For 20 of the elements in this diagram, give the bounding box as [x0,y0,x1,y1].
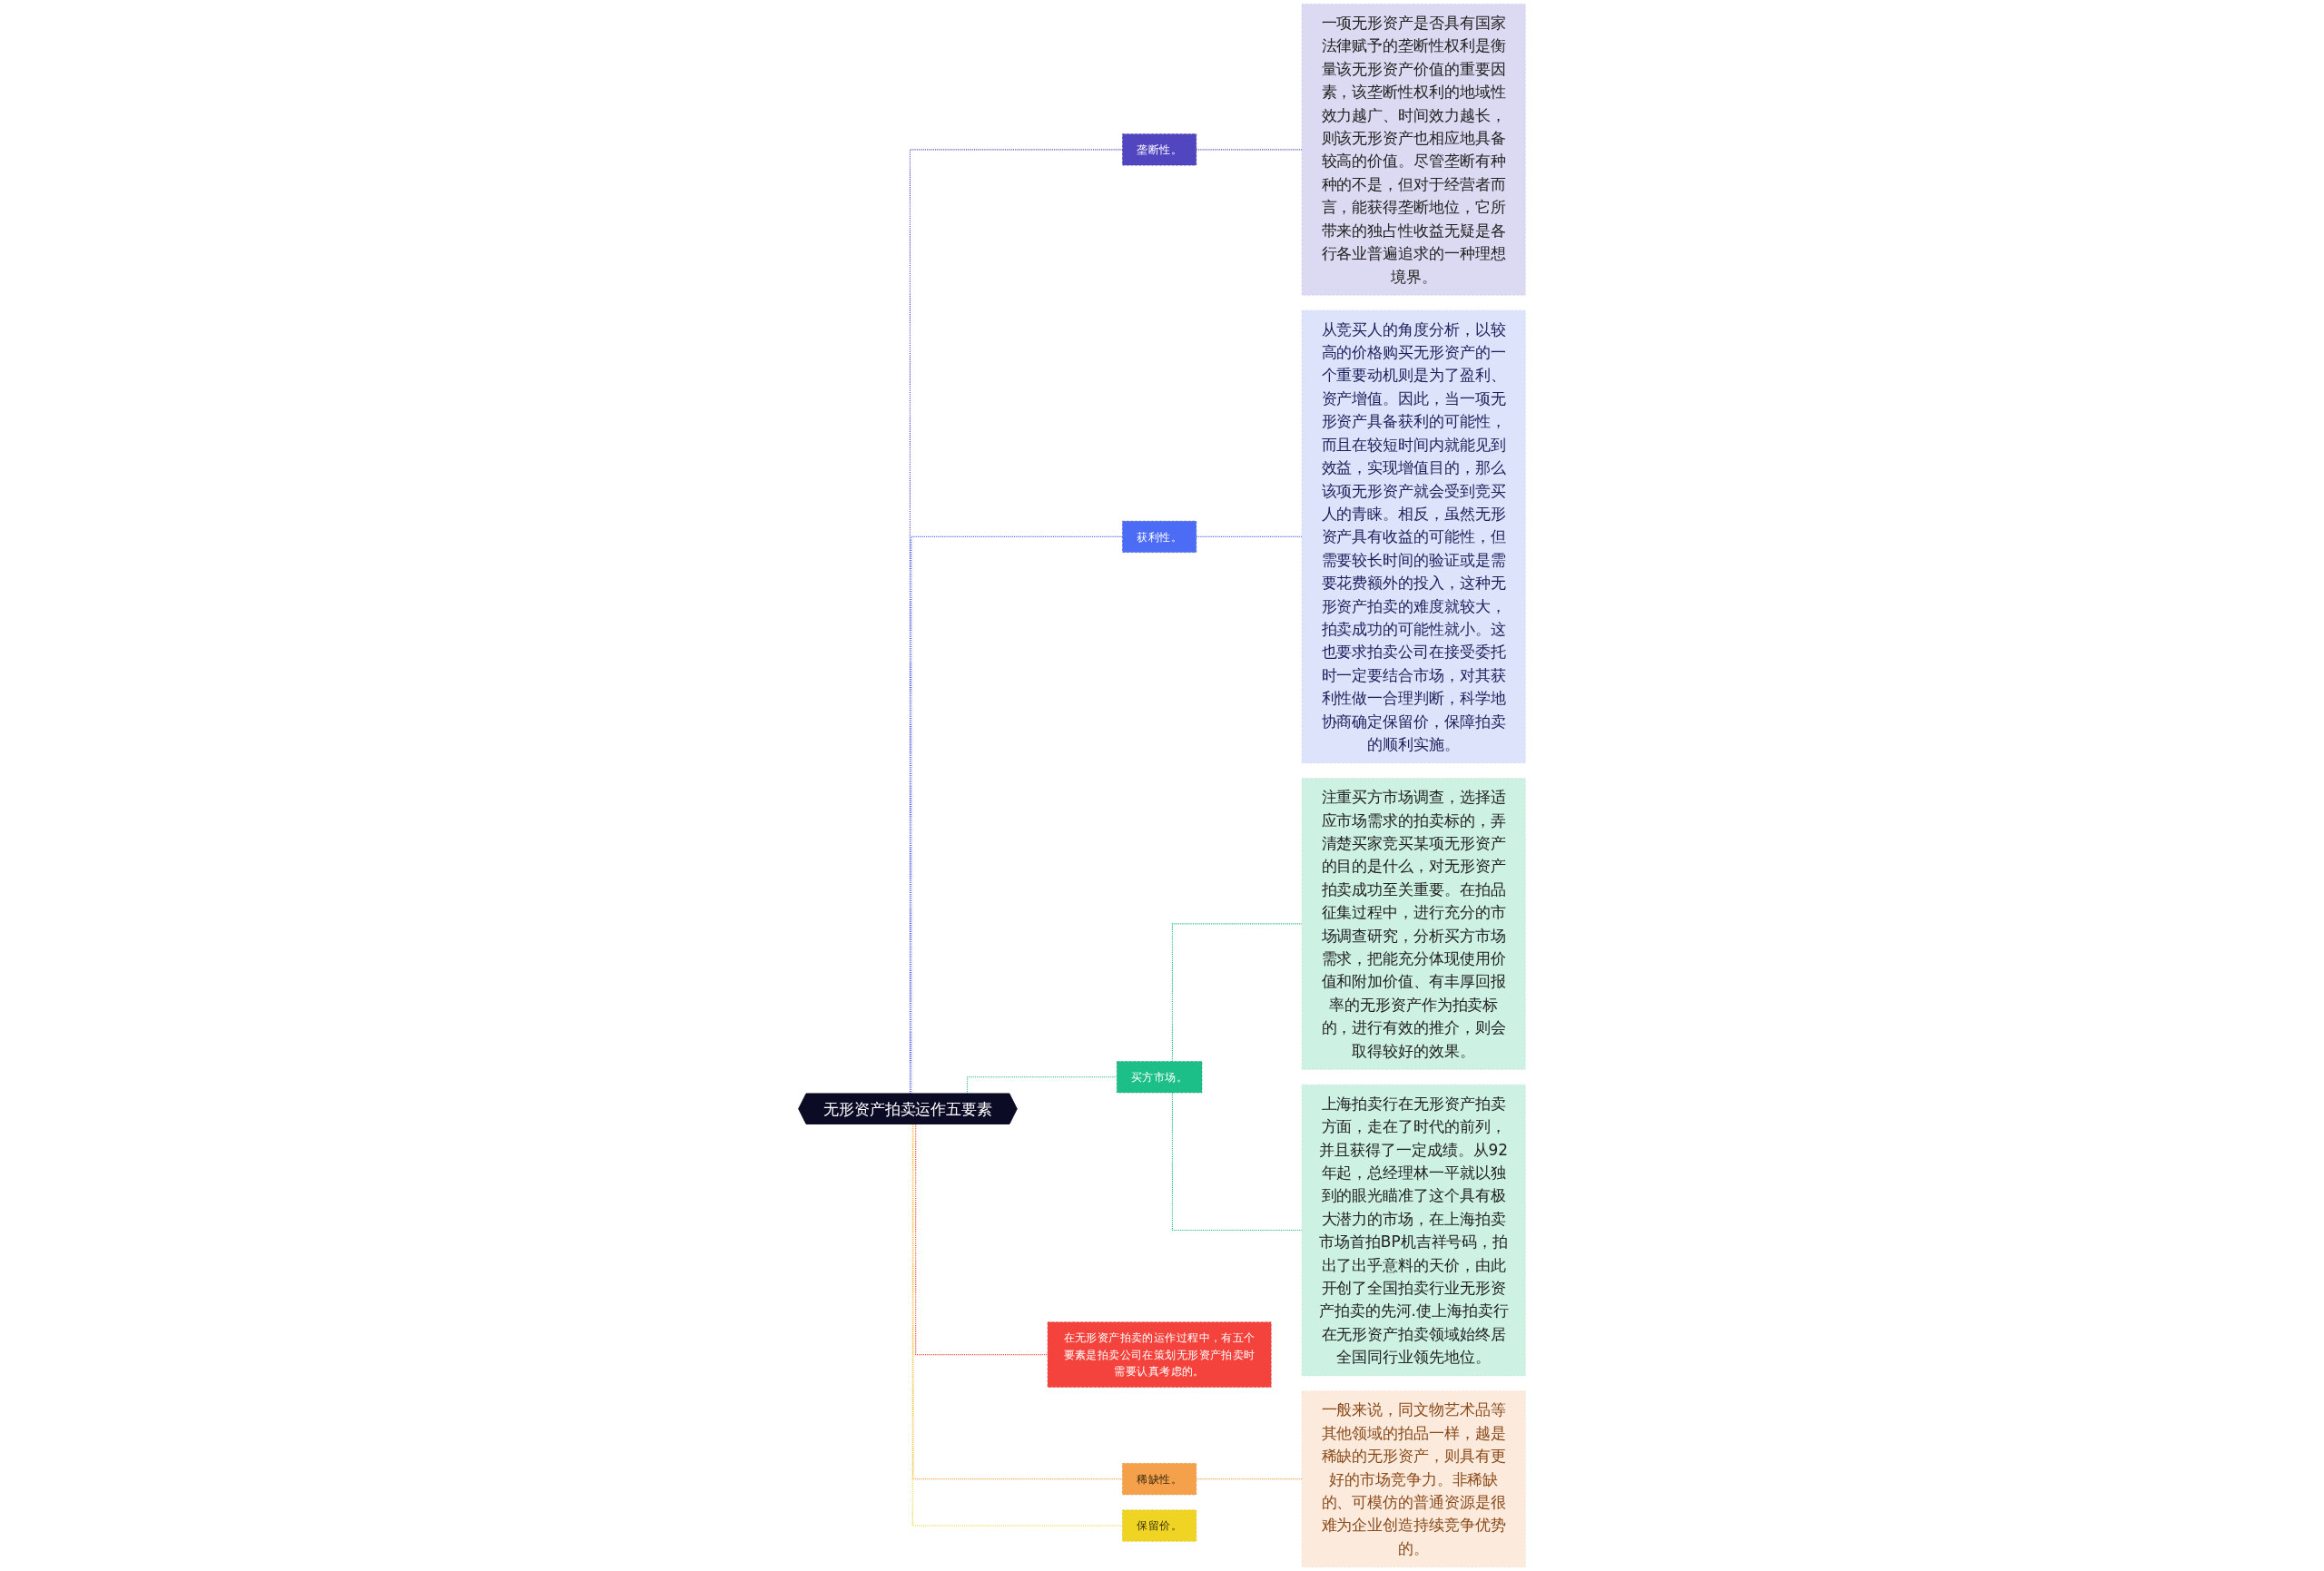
node-box: 稀缺性。 [1122,1463,1197,1496]
connector [1171,923,1303,1063]
connector [915,1124,1049,1356]
connector [966,1076,1118,1095]
connector [1171,1092,1303,1232]
node-box: 在无形资产拍卖的运作过程中，有五个要素是拍卖公司在策划无形资产拍卖时需要认真考虑的。 [1047,1321,1272,1388]
connector [1196,535,1303,537]
node-box: 垄断性。 [1122,133,1197,166]
node-box: 买方市场。 [1117,1061,1203,1094]
connector [1196,149,1303,151]
connector [1196,1478,1303,1480]
connector [911,535,1124,1095]
node-box: 从竞买人的角度分析，以较高的价格购买无形资产的一个重要动机则是为了盈利、资产增值。因此，当一项无形资产具备获利的可能性，而且在较短时间内就能见到效益，实现增值目的，那么该项无形资产就会受到竞买人的青睐。相反，虽然无形资产具有收益的可能性，但需要较长时间的验证或是需要花费额外的投入，这种无形资产拍卖的难度就较大，拍卖成功的可能性就小。这也要求拍卖公司在接受委托时一定要结合市场，对其获利性做一合理判断，科学地协商确定保留价，保障拍卖的顺利实施。 [1301,309,1526,763]
node-box: 保留价。 [1122,1509,1197,1542]
node-box: 上海拍卖行在无形资产拍卖方面，走在了时代的前列，并且获得了一定成绩。从92年起，总经理林一平就以独到的眼光瞄准了这个具有极大潜力的市场，在上海拍卖市场首拍BP机吉祥号码，拍出了出乎意料的天价，由此开创了全国拍卖行业无形资产拍卖的先河.使上海拍卖行在无形资产拍卖领域始终居全国同行业领先地位。 [1301,1084,1526,1377]
connector [909,149,1124,1095]
node-box: 注重买方市场调查，选择适应市场需求的拍卖标的，弄清楚买家竞买某项无形资产的目的是什么，对无形资产拍卖成功至关重要。在拍品征集过程中，进行充分的市场调查研究，分析买方市场需求，把能充分体现使用价值和附加价值、有丰厚回报率的无形资产作为拍卖标的，进行有效的推介，则会取得较好的效果。 [1301,778,1526,1070]
node-box: 获利性。 [1122,520,1197,553]
node-box: 一项无形资产是否具有国家法律赋予的垄断性权利是衡量该无形资产价值的重要因素，该垄断性权利的地域性效力越广、时间效力越长，则该无形资产也相应地具备较高的价值。尽管垄断有种种的不是，但对于经营者而言，能获得垄断地位，它所带来的独占性收益无疑是各行各业普遍追求的一种理想境界。 [1301,4,1526,296]
node-box: 一般来说，同文物艺术品等其他领域的拍品一样，越是稀缺的无形资产，则具有更好的市场竞争力。非稀缺的、可模仿的普通资源是很难为企业创造持续竞争优势的。 [1301,1390,1526,1567]
